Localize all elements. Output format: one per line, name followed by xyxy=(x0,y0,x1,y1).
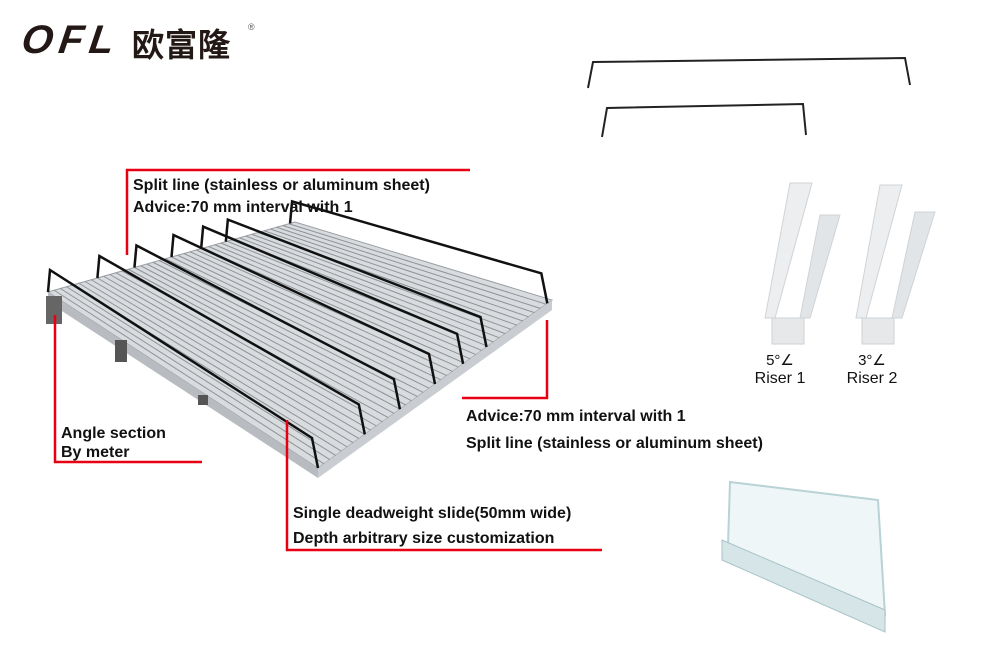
divider-wire-short xyxy=(601,102,807,138)
slide-track xyxy=(115,272,383,423)
slide-track xyxy=(270,228,529,318)
riser-1-label: 5°∠ Riser 1 xyxy=(750,352,810,388)
divider-wire xyxy=(224,217,488,348)
slide-track xyxy=(239,237,500,339)
logo-chinese: 欧富隆 xyxy=(132,26,232,64)
callout-slide: Single deadweight slide(50mm wide) Depth… xyxy=(293,501,571,551)
callout-text: Split line (stainless or aluminum sheet) xyxy=(133,177,430,194)
divider-wire xyxy=(96,253,367,435)
slide-track xyxy=(66,286,336,456)
riser-name: Riser 2 xyxy=(846,370,898,387)
divider-wire xyxy=(199,224,465,365)
slide-track xyxy=(276,226,535,314)
slide-track xyxy=(53,289,325,465)
slide-track xyxy=(183,253,447,377)
divider-wire xyxy=(46,267,320,469)
slide-track xyxy=(189,251,453,372)
slide-track xyxy=(202,247,465,364)
riser-2-illustration xyxy=(855,184,936,345)
callout-split-right: Advice:70 mm interval with 1 Split line … xyxy=(466,403,763,457)
callout-text: Angle section xyxy=(61,425,166,442)
riser-angle: 5°∠ xyxy=(766,352,794,369)
slide-track xyxy=(251,233,512,330)
slide-track xyxy=(152,261,418,398)
callout-split-top: Split line (stainless or aluminum sheet)… xyxy=(133,175,430,219)
slide-track xyxy=(103,275,371,431)
callout-text: Single deadweight slide(50mm wide) xyxy=(293,505,572,522)
slide-track xyxy=(208,246,471,360)
callout-angle: Angle section By meter xyxy=(61,424,166,462)
slide-track xyxy=(146,263,412,402)
callout-text: Depth arbitrary size customization xyxy=(293,530,555,547)
slide-track xyxy=(84,281,354,444)
callout-text: Advice:70 mm interval with 1 xyxy=(466,408,686,425)
acrylic-divider-illustration xyxy=(721,480,887,633)
callout-lines xyxy=(53,168,602,552)
slide-track xyxy=(177,254,442,381)
riser-name: Riser 1 xyxy=(754,370,806,387)
slide-track xyxy=(134,267,401,410)
slide-track xyxy=(128,268,395,414)
slide-track xyxy=(220,242,482,351)
slide-track xyxy=(140,265,406,406)
divider-wire xyxy=(288,199,549,304)
slide-track xyxy=(97,277,366,435)
riser-2-label: 3°∠ Riser 2 xyxy=(842,352,902,388)
slide-track xyxy=(90,279,360,440)
logo-latin: OFL xyxy=(18,18,124,62)
callout-text: Advice:70 mm interval with 1 xyxy=(133,199,353,216)
roller-shelf-illustration xyxy=(46,199,554,478)
callout-text: By meter xyxy=(61,444,130,461)
slide-track xyxy=(214,244,477,356)
slide-track xyxy=(245,235,506,335)
callout-text: Split line (stainless or aluminum sheet) xyxy=(466,435,763,452)
slide-track xyxy=(171,256,436,385)
registered-mark: ® xyxy=(248,22,255,32)
divider-wire xyxy=(170,233,437,385)
divider-wire-long xyxy=(587,56,911,89)
riser-angle: 3°∠ xyxy=(858,352,886,369)
slide-track xyxy=(263,230,523,322)
slide-track xyxy=(109,274,377,427)
slide-track xyxy=(165,258,430,389)
riser-1-illustration xyxy=(764,182,841,345)
slide-track xyxy=(78,282,348,448)
slide-track xyxy=(282,225,541,309)
slide-track xyxy=(288,223,547,305)
slide-track xyxy=(60,288,330,461)
divider-wire xyxy=(133,243,402,410)
